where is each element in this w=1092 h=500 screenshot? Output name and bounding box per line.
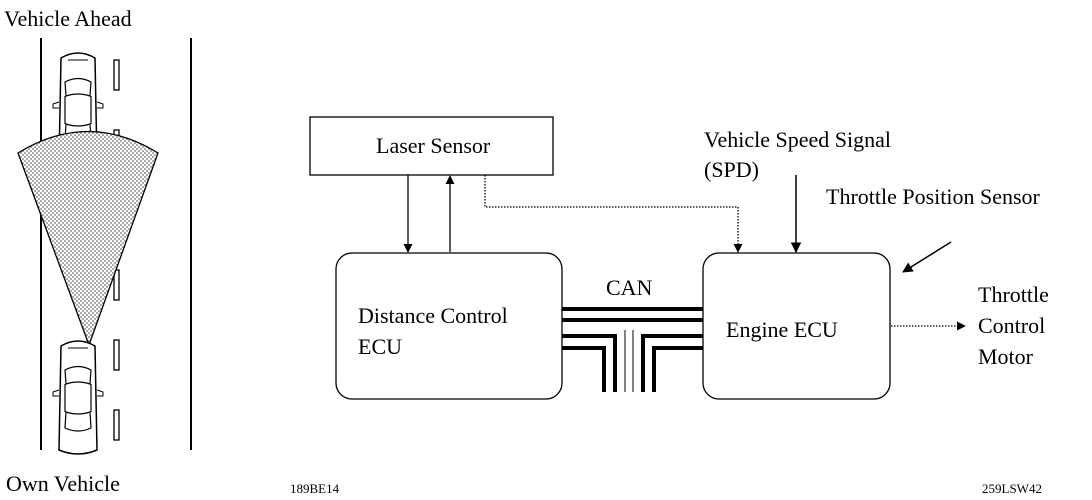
vehicle-speed-label-line1: Vehicle Speed Signal [704, 127, 891, 152]
engine-ecu-label: Engine ECU [726, 317, 838, 342]
laser-to-engine-arrow [484, 175, 743, 253]
throttle-motor-label-line2: Control [978, 313, 1046, 338]
own-vehicle-label: Own Vehicle [6, 471, 120, 496]
throttle-motor-label-line1: Throttle [978, 282, 1049, 307]
vehicle-speed-label-line2: (SPD) [704, 157, 760, 182]
sensor-beam-cone [17, 130, 159, 347]
lane-dash [113, 59, 120, 91]
road-illustration [17, 38, 192, 455]
throttle-motor-label-line3: Motor [978, 344, 1033, 369]
vehicle-ahead-label: Vehicle Ahead [4, 6, 132, 31]
can-bus [562, 307, 703, 392]
laser-sensor-label: Laser Sensor [376, 133, 491, 158]
distance-control-ecu-box [335, 252, 563, 400]
lane-dash [113, 339, 120, 371]
distance-ecu-label-line2: ECU [358, 334, 402, 359]
throttle-position-arrow [902, 241, 952, 273]
can-label: CAN [606, 275, 653, 300]
own-vehicle-car [52, 340, 104, 455]
distance-ecu-label-line1: Distance Control [358, 303, 508, 328]
throttle-position-sensor-label: Throttle Position Sensor [826, 184, 1040, 209]
figure-code-left: 189BE14 [290, 481, 340, 496]
lane-dash [113, 409, 120, 441]
figure-code-right: 259LSW42 [982, 481, 1042, 496]
laser-sensor-box [309, 116, 554, 176]
